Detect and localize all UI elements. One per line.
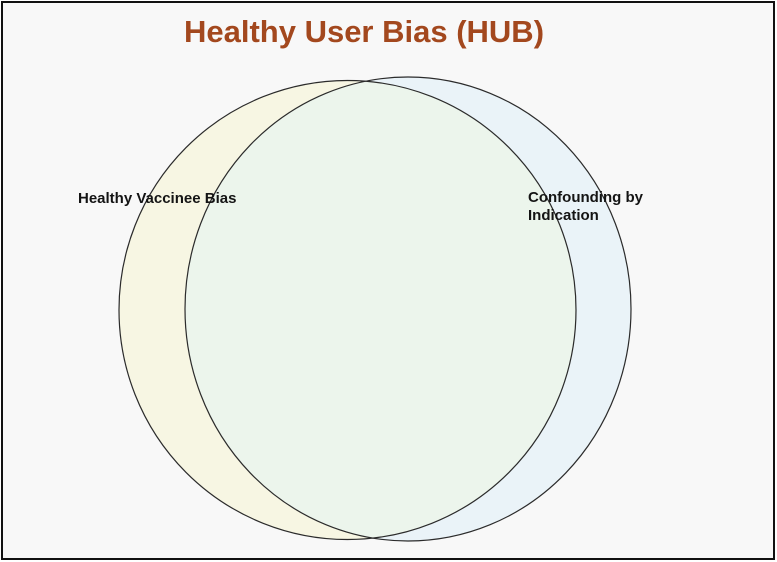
overlap-region [185, 80, 576, 540]
left-circle-outline [118, 79, 577, 541]
left-set-label: Healthy Vaccinee Bias [78, 190, 237, 207]
right-set-label: Confounding by Indication [528, 189, 643, 224]
diagram-title: Healthy User Bias (HUB) [183, 14, 545, 49]
right-circle-outline [184, 76, 632, 542]
